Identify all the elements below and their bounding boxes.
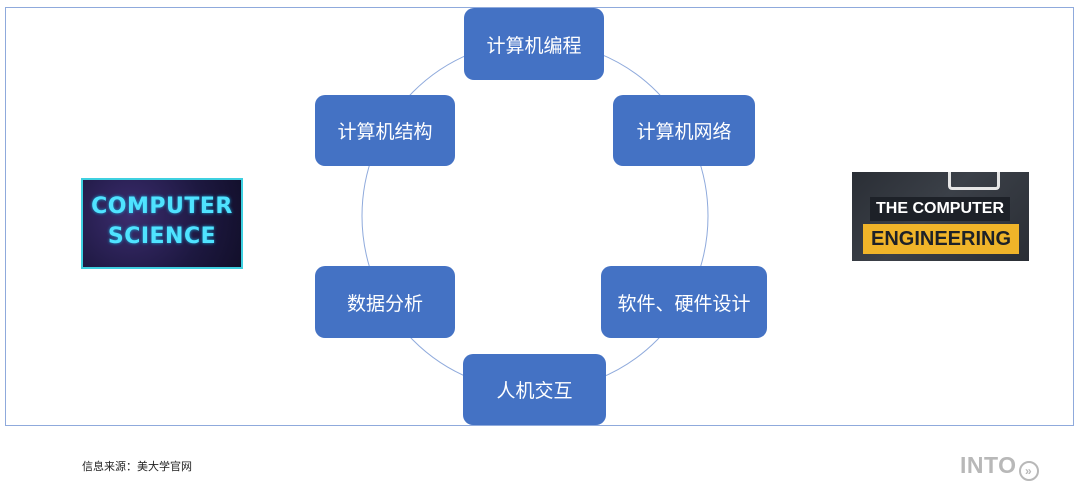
node-data-analysis: 数据分析 [315, 266, 455, 338]
node-hci: 人机交互 [463, 354, 606, 425]
node-hw-sw-design: 软件、硬件设计 [601, 266, 767, 338]
brand-logo: INTO» [960, 452, 1039, 481]
cs-logo-line2: SCIENCE [107, 224, 217, 249]
double-chevron-right-icon: » [1018, 461, 1039, 481]
node-architecture: 计算机结构 [315, 95, 455, 166]
computer-engineering-logo: THE COMPUTER ENGINEERING [852, 172, 1029, 261]
ce-logo-line2: ENGINEERING [863, 224, 1019, 254]
monitor-icon [948, 172, 1000, 190]
computer-science-logo: COMPUTER SCIENCE [81, 178, 243, 269]
ce-logo-line1: THE COMPUTER [870, 197, 1010, 221]
cs-logo-line1: COMPUTER [91, 194, 233, 219]
diagram-frame [5, 7, 1074, 426]
node-networks: 计算机网络 [613, 95, 755, 166]
node-programming: 计算机编程 [464, 8, 604, 80]
brand-name: INTO [960, 452, 1017, 478]
source-note: 信息来源：美大学官网 [82, 460, 192, 473]
